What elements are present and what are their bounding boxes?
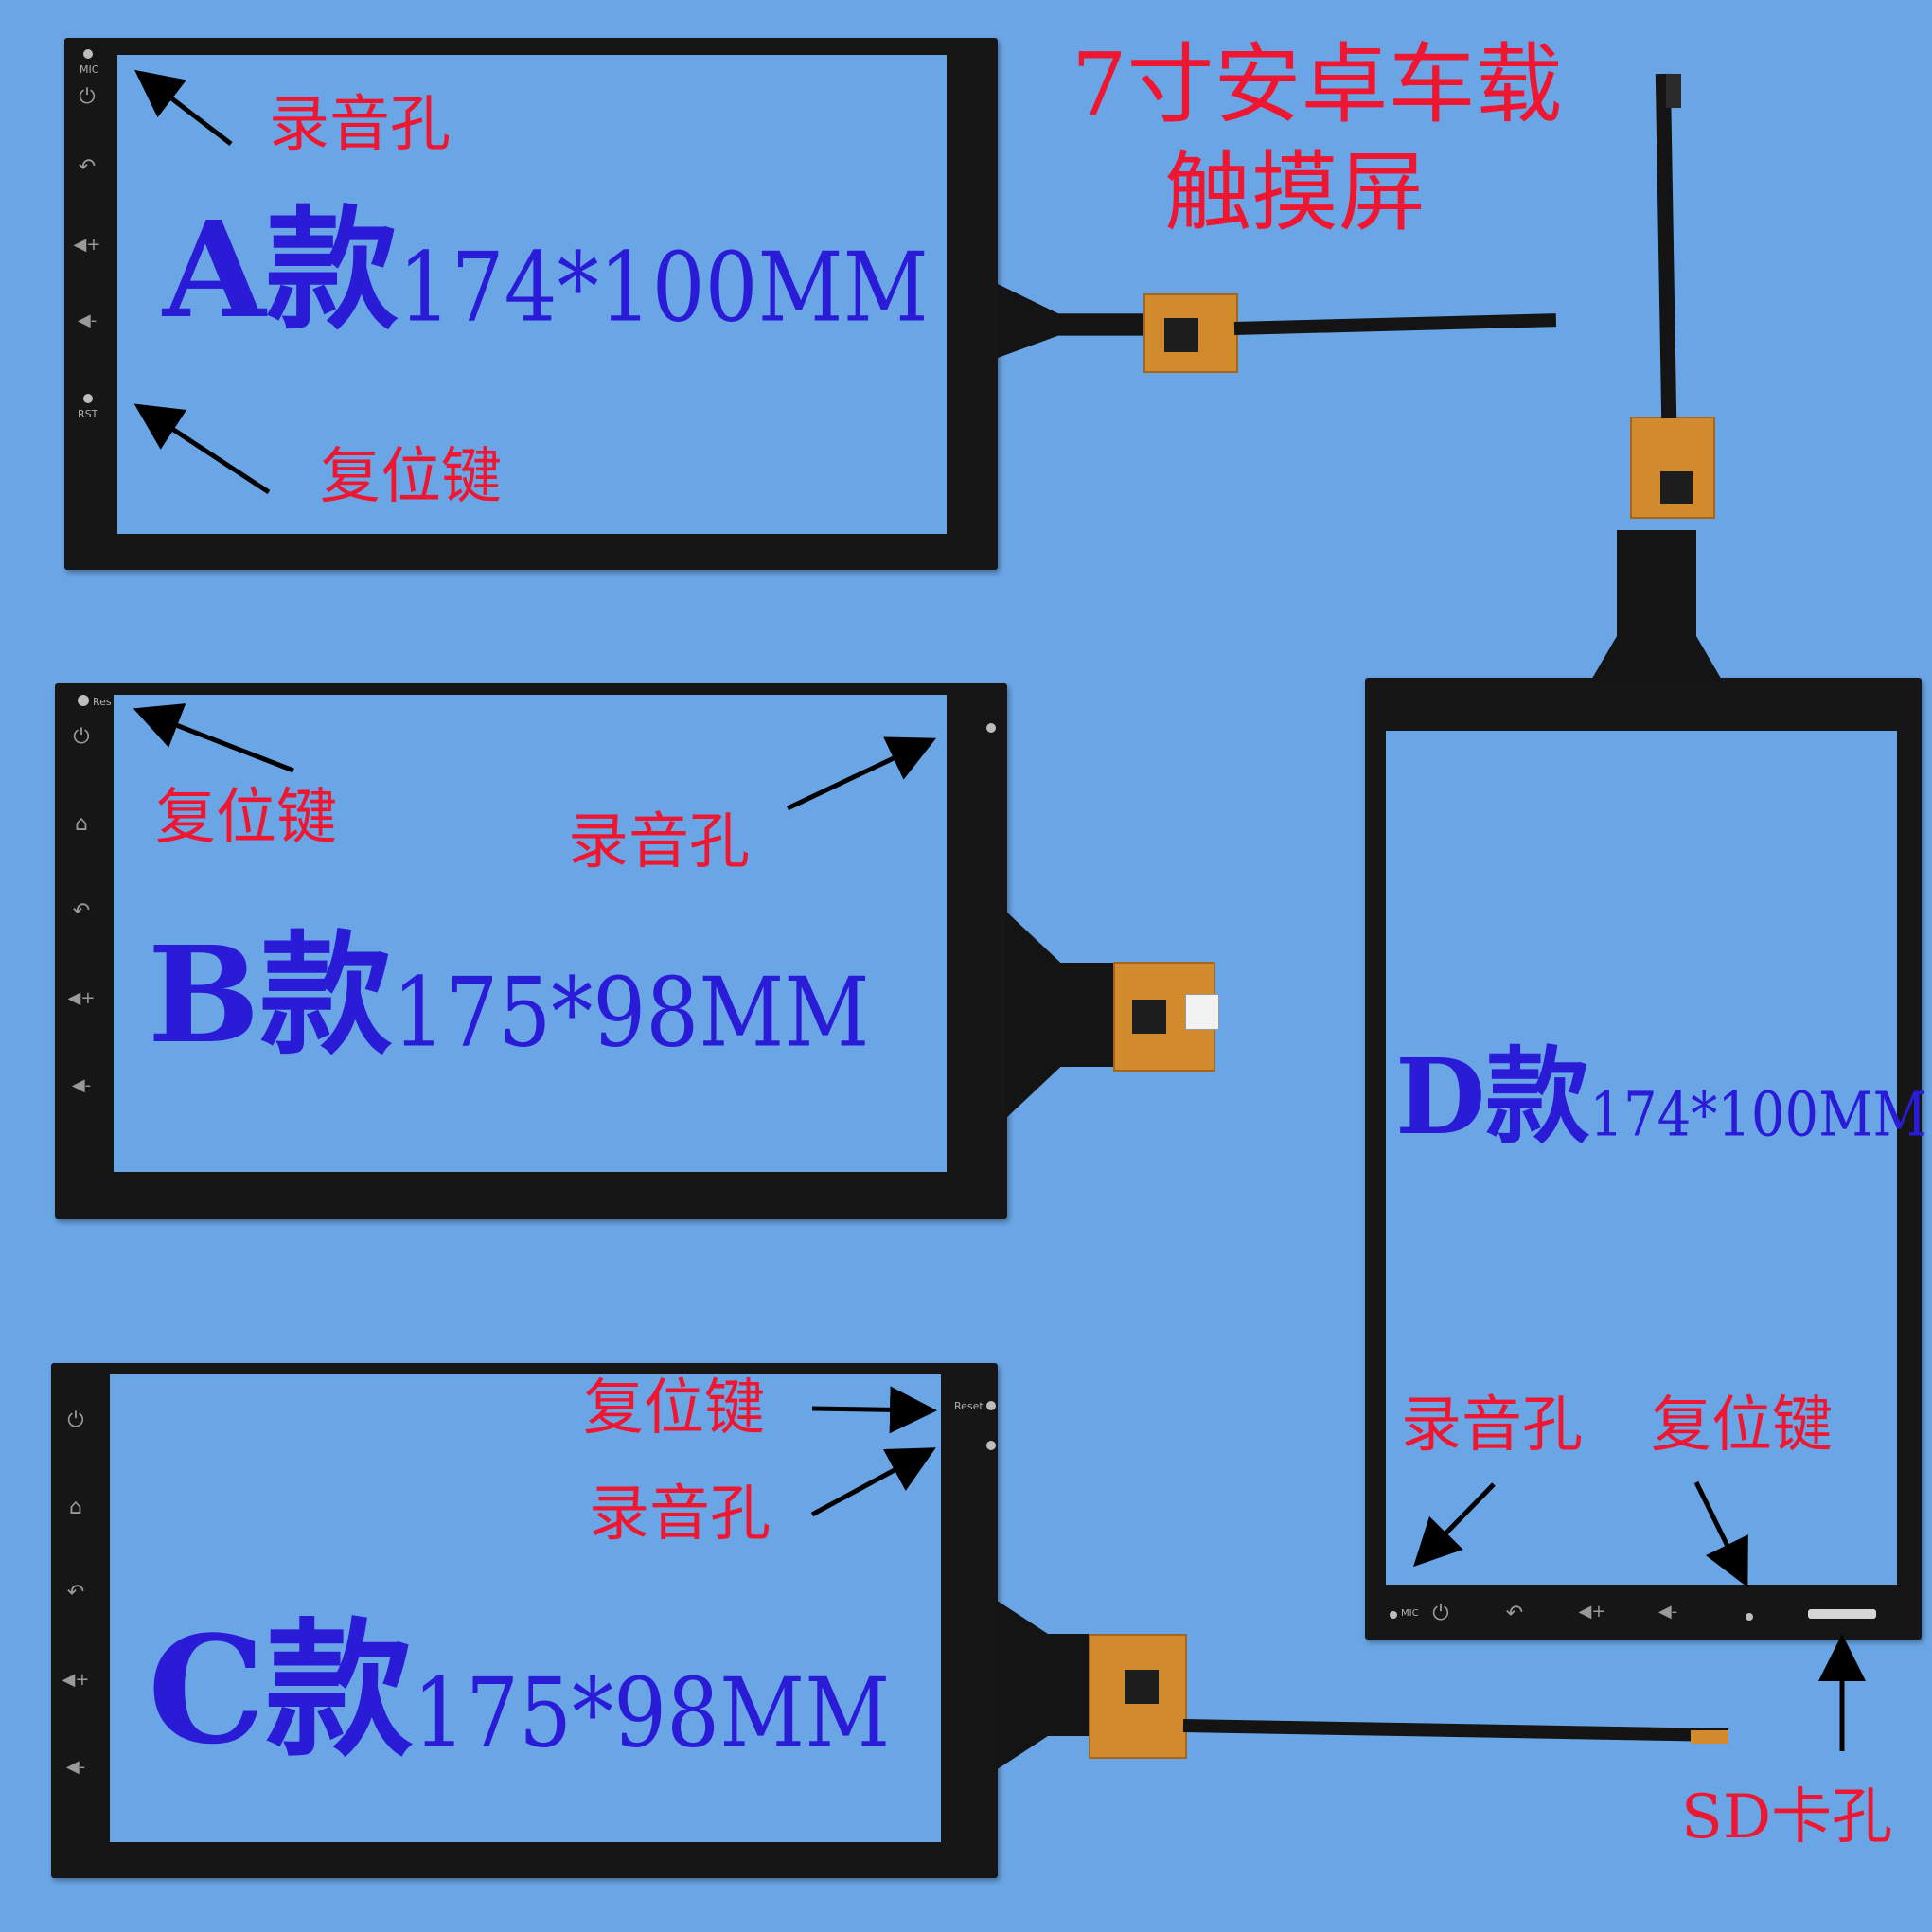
arrow-a-mic bbox=[134, 69, 233, 146]
volume-up-icon: ◀+ bbox=[1578, 1602, 1606, 1622]
panel-c-mic-label: 录音孔 bbox=[589, 1480, 771, 1550]
panel-b-reset-label: 复位键 bbox=[155, 783, 337, 853]
panel-b-spec: B款175*98MM bbox=[148, 930, 870, 1062]
panel-b-size: 175*98MM bbox=[392, 956, 870, 1069]
arrow-d-mic bbox=[1413, 1482, 1496, 1568]
panel-c-size: 175*98MM bbox=[413, 1657, 891, 1769]
panel-c: Reset ⏻ ⌂ ↶ ◀+ ◀- bbox=[51, 1363, 998, 1878]
panel-b-res-silk: Res bbox=[93, 696, 112, 708]
panel-b-glass bbox=[114, 695, 947, 1172]
back-icon: ↶ bbox=[78, 155, 97, 179]
volume-down-icon: ◀- bbox=[77, 310, 97, 330]
panel-a: MIC ⏻ ↶ ◀+ ◀- RST bbox=[64, 38, 998, 570]
panel-b-controller-board bbox=[1113, 962, 1219, 1072]
panel-c-model: C款 bbox=[148, 1604, 414, 1777]
back-icon: ↶ bbox=[72, 899, 91, 923]
panel-d-chip bbox=[1660, 471, 1693, 504]
panel-b-chip bbox=[1132, 1000, 1166, 1034]
volume-up-icon: ◀+ bbox=[62, 1670, 90, 1690]
panel-b: Res ⏻ ⌂ ↶ ◀+ ◀- bbox=[55, 683, 1007, 1219]
panel-a-mic-silk: MIC bbox=[80, 63, 99, 76]
panel-c-reset-hole bbox=[986, 1401, 996, 1410]
panel-d-sd-slot bbox=[1808, 1609, 1876, 1619]
arrow-b-reset bbox=[133, 703, 294, 773]
panel-d-mic-silk: MIC bbox=[1401, 1608, 1419, 1619]
arrow-d-reset bbox=[1693, 1480, 1748, 1587]
panel-a-controller-board bbox=[1143, 293, 1238, 373]
title-line-2: 触摸屏 bbox=[1164, 142, 1427, 243]
panel-b-model: B款 bbox=[148, 918, 393, 1073]
volume-down-icon: ◀- bbox=[1657, 1602, 1678, 1622]
panel-d-model: D款 bbox=[1395, 1036, 1590, 1158]
panel-c-mic-hole bbox=[986, 1441, 996, 1450]
panel-c-glass bbox=[110, 1374, 941, 1842]
panel-a-spec: A款174*100MM bbox=[163, 204, 929, 337]
panel-b-connector bbox=[1185, 994, 1219, 1030]
panel-b-reset-hole bbox=[78, 695, 89, 706]
power-icon: ⏻ bbox=[73, 725, 90, 749]
volume-up-icon: ◀+ bbox=[67, 988, 96, 1008]
panel-d-mic-label: 录音孔 bbox=[1401, 1391, 1583, 1461]
panel-a-reset-label: 复位键 bbox=[320, 442, 502, 512]
arrow-a-reset bbox=[133, 403, 271, 495]
panel-d-glass bbox=[1386, 731, 1897, 1585]
panel-c-reset-label: 复位键 bbox=[583, 1374, 765, 1444]
panel-a-chip bbox=[1164, 318, 1198, 352]
panel-a-mic-label: 录音孔 bbox=[269, 90, 451, 160]
panel-b-mic-hole bbox=[986, 723, 996, 733]
volume-up-icon: ◀+ bbox=[73, 235, 101, 255]
arrow-b-mic bbox=[786, 736, 937, 811]
back-icon: ↶ bbox=[1505, 1602, 1524, 1625]
panel-d-reset-label: 复位键 bbox=[1651, 1391, 1833, 1461]
title-line-1: 7寸安卓车载 bbox=[1072, 34, 1563, 135]
panel-c-tail-tip bbox=[1691, 1730, 1728, 1744]
panel-d-mic-hole bbox=[1390, 1611, 1397, 1619]
panel-d-sd-label: SD卡孔 bbox=[1681, 1782, 1893, 1852]
power-icon: ⏻ bbox=[67, 1409, 84, 1432]
arrow-c-mic bbox=[810, 1447, 936, 1517]
home-icon: ⌂ bbox=[75, 812, 88, 836]
panel-c-reset-silk: Reset bbox=[954, 1400, 984, 1412]
panel-a-size: 174*100MM bbox=[398, 231, 929, 344]
panel-b-mic-label: 录音孔 bbox=[568, 807, 750, 877]
panel-a-glass bbox=[117, 55, 947, 534]
panel-c-spec: C款175*98MM bbox=[148, 1617, 890, 1764]
power-icon: ⏻ bbox=[1432, 1602, 1449, 1625]
panel-d-tail-tip bbox=[1666, 74, 1681, 108]
panel-c-chip bbox=[1125, 1670, 1159, 1704]
volume-down-icon: ◀- bbox=[65, 1757, 86, 1777]
home-icon: ⌂ bbox=[69, 1496, 82, 1519]
panel-d-reset-hole bbox=[1746, 1613, 1753, 1621]
panel-a-mic-hole bbox=[83, 49, 93, 59]
panel-c-controller-board bbox=[1089, 1634, 1187, 1759]
volume-down-icon: ◀- bbox=[71, 1075, 92, 1095]
power-icon: ⏻ bbox=[79, 85, 96, 109]
panel-d: MIC ⏻ ↶ ◀+ ◀- bbox=[1365, 678, 1922, 1640]
panel-d-spec: D款174*100MM bbox=[1395, 1045, 1927, 1149]
panel-a-reset-hole bbox=[83, 394, 93, 403]
panel-d-size: 174*100MM bbox=[1589, 1080, 1927, 1151]
arrow-c-reset bbox=[811, 1386, 937, 1434]
panel-a-model: A款 bbox=[163, 193, 399, 348]
panel-a-rst-silk: RST bbox=[78, 408, 98, 420]
back-icon: ↶ bbox=[66, 1581, 85, 1604]
